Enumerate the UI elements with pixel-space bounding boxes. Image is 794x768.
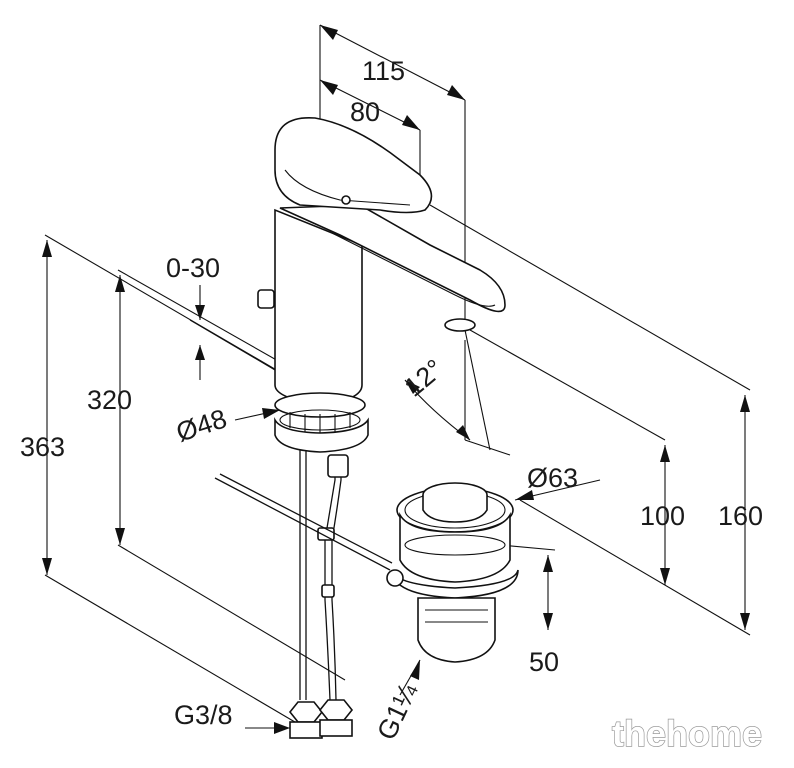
dim-waste-diameter: Ø63	[527, 463, 578, 493]
dim-connection-hose: G3/8	[174, 700, 233, 730]
waste-drain	[386, 482, 519, 663]
dim-connection-waste: G1¼	[371, 678, 423, 744]
dimension-lines	[44, 24, 751, 729]
dim-width-spout: 80	[350, 97, 380, 127]
dim-width-overall: 115	[362, 56, 405, 86]
dim-height-100: 100	[640, 501, 685, 531]
supply-hoses	[214, 450, 393, 739]
dimension-arrows	[42, 25, 750, 734]
faucet-body	[257, 117, 506, 453]
dim-base-diameter: Ø48	[173, 403, 231, 447]
watermark-logo: thehome	[612, 713, 762, 754]
dim-height-160: 160	[718, 501, 763, 531]
dim-waste-height: 50	[529, 647, 559, 677]
dim-depth-320: 320	[87, 385, 132, 415]
dim-depth-363: 363	[20, 432, 65, 462]
dim-angle: 12°	[399, 353, 450, 402]
dim-lever-range: 0-30	[166, 253, 220, 283]
